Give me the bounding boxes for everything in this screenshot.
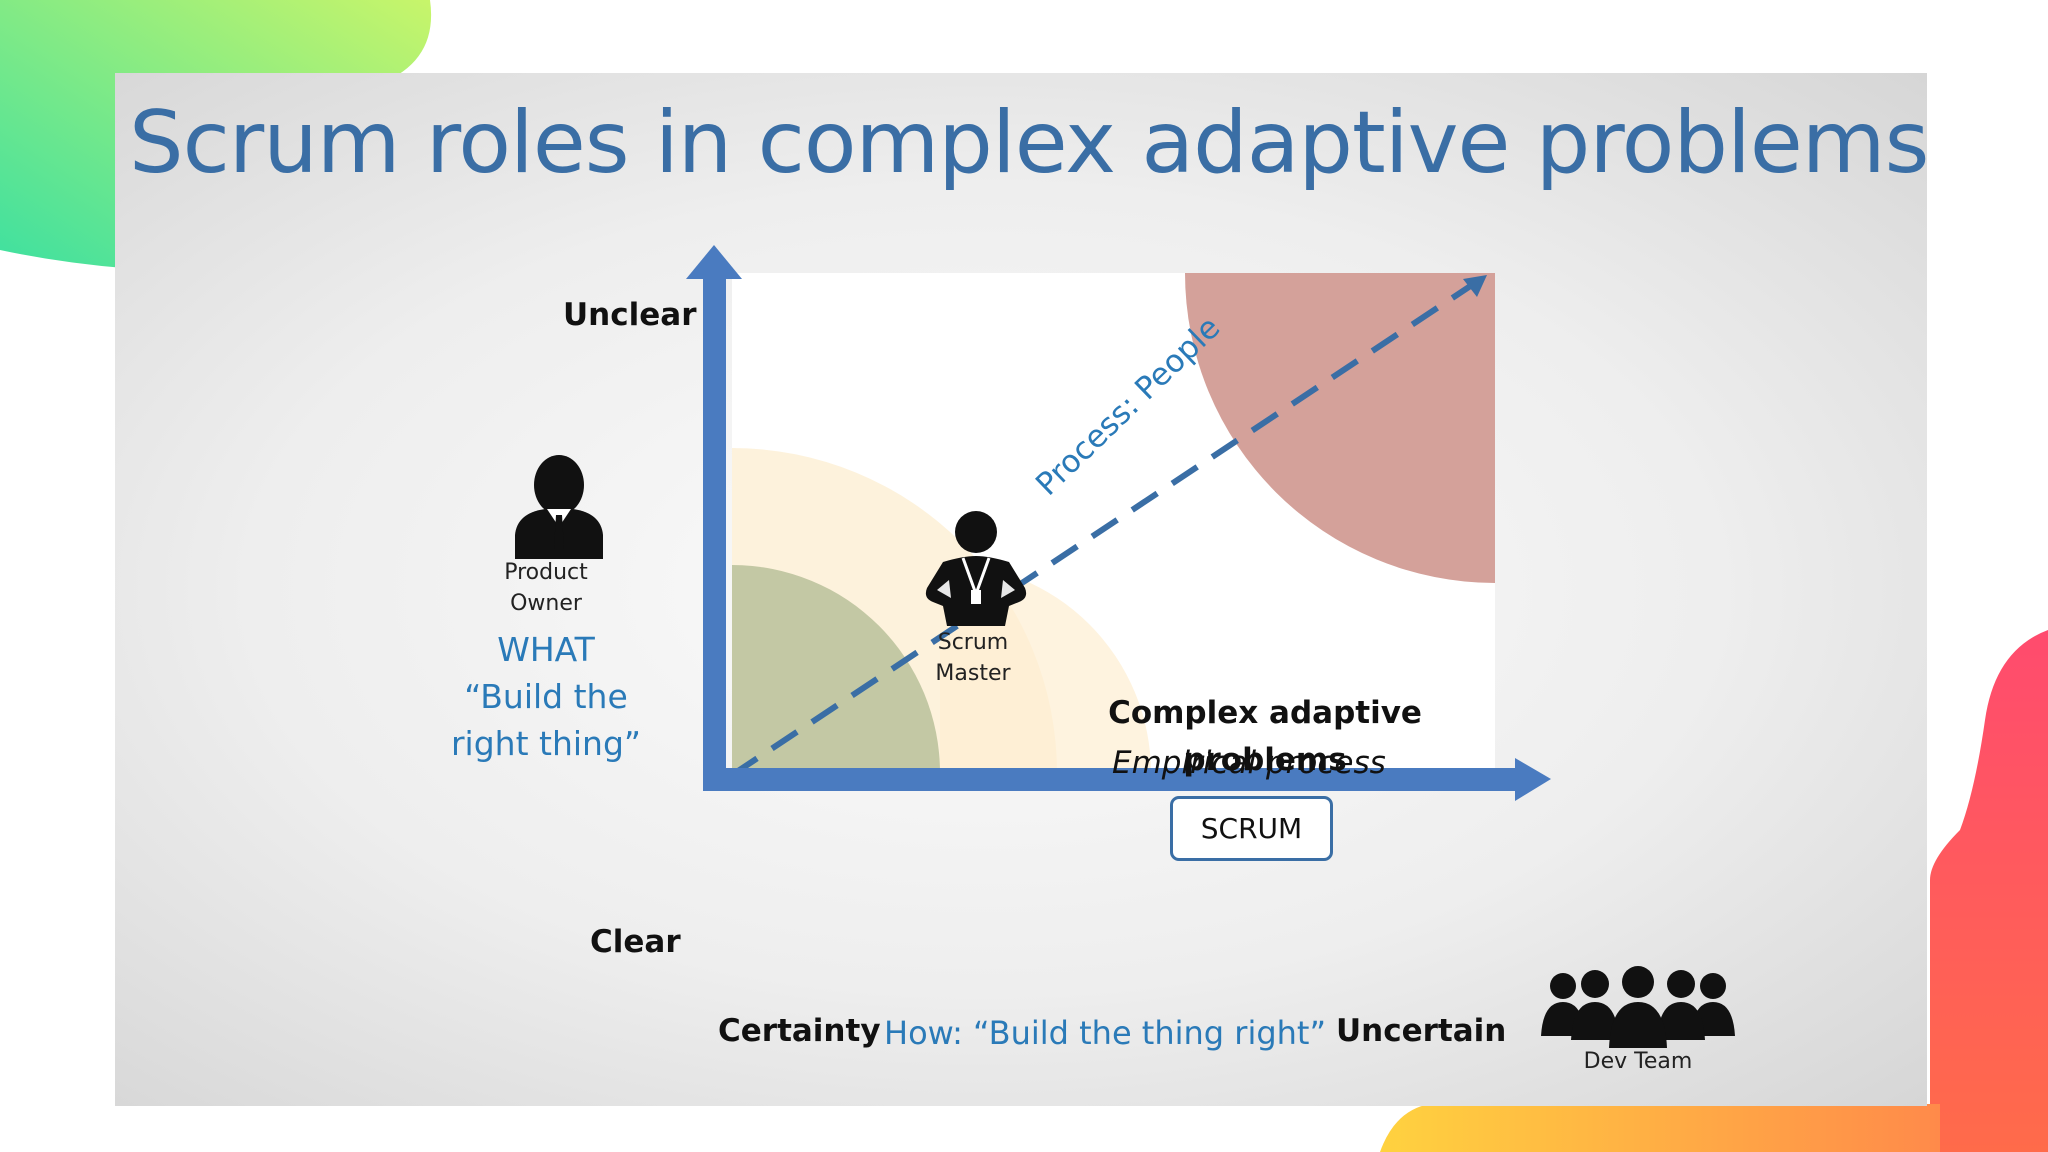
- corner-blob-right: [1930, 630, 2048, 1152]
- complex-title-line1: Complex adaptive: [1108, 695, 1422, 731]
- product-owner-label: Product Owner: [476, 557, 616, 619]
- x-axis-left-label: Certainty: [718, 1013, 881, 1049]
- y-axis-arrow: [686, 245, 742, 279]
- corner-blob-bottom: [1380, 1104, 1940, 1152]
- dev-team-label: Dev Team: [1583, 1049, 1693, 1074]
- x-axis-shaft: [703, 768, 1515, 791]
- product-owner-line1: Product: [504, 560, 588, 585]
- what-label: WHAT: [497, 630, 595, 669]
- x-axis-middle-label: How: “Build the thing right”: [884, 1014, 1327, 1052]
- zone-complex: [1185, 273, 1495, 583]
- product-owner-line2: Owner: [510, 591, 582, 616]
- team-icon: [1541, 966, 1735, 1048]
- y-axis-bottom-label: Clear: [590, 924, 681, 960]
- zone-simple-green: [732, 565, 940, 773]
- scrum-master-line2: Master: [935, 661, 1011, 686]
- slide-title: Scrum roles in complex adaptive problems: [129, 93, 1927, 193]
- slide: Scrum roles in complex adaptive problems…: [115, 73, 1927, 1106]
- scrum-badge: SCRUM: [1170, 796, 1333, 861]
- diagram-canvas: [686, 245, 1551, 801]
- complex-title: Complex adaptive problems: [1085, 690, 1445, 784]
- product-owner-what: WHAT “Build the right thing”: [431, 626, 661, 767]
- scrum-master-label: Scrum Master: [903, 627, 1043, 689]
- y-axis-shaft: [703, 273, 726, 791]
- businessman-icon: [515, 455, 603, 559]
- x-axis-right-label: Uncertain: [1336, 1013, 1507, 1049]
- scrum-master-icon: [925, 511, 1027, 626]
- what-quote-line2: right thing”: [450, 724, 641, 763]
- what-quote-line1: “Build the: [464, 677, 628, 716]
- y-axis-top-label: Unclear: [563, 297, 697, 333]
- diagonal-arrow-head: [1463, 275, 1487, 297]
- complex-title-line2: problems: [1183, 742, 1347, 778]
- complex-subtitle: Empirical process: [1112, 745, 1386, 781]
- scrum-master-line1: Scrum: [937, 630, 1009, 655]
- x-axis-arrow: [1515, 758, 1551, 801]
- diagonal-dashed-line: [730, 272, 1489, 778]
